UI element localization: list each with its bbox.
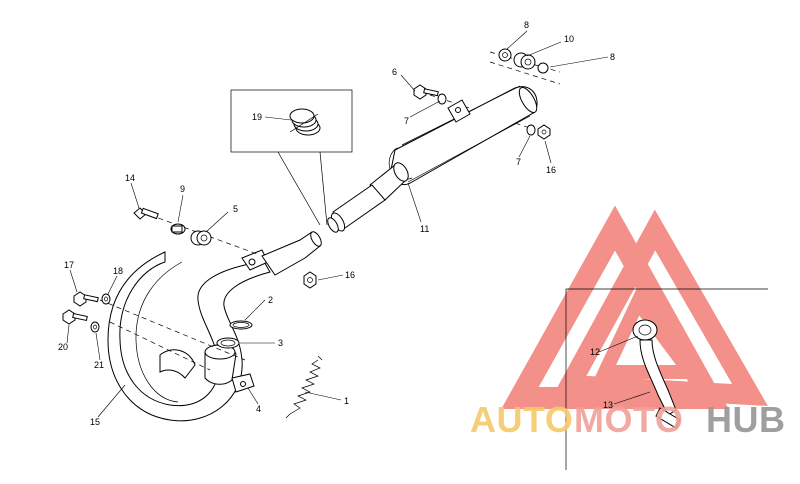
bushing-10 — [513, 52, 536, 70]
inset-detail-frame — [565, 288, 768, 470]
grommet-8-top — [498, 48, 512, 62]
callout-8-right: 8 — [610, 52, 615, 62]
gasket-3 — [216, 337, 240, 349]
callout-13: 13 — [603, 400, 613, 410]
watermark-text-moto: MOTO — [574, 399, 683, 440]
callout-3: 3 — [278, 338, 283, 348]
watermark-text-hub: HUB — [706, 399, 786, 440]
callout-9: 9 — [180, 184, 185, 194]
watermark-triangle-outer — [501, 205, 729, 409]
callout-8-top: 8 — [524, 20, 529, 30]
callout-7-upper: 7 — [404, 116, 409, 126]
callout-16-lower: 16 — [345, 270, 355, 280]
nut-16-upper — [537, 124, 551, 140]
callout-labels: 1 2 3 4 5 6 7 7 8 8 9 10 11 12 13 14 15 … — [58, 20, 615, 427]
callout-10: 10 — [564, 34, 574, 44]
callout-5: 5 — [233, 204, 238, 214]
o-ring-2 — [229, 320, 253, 330]
nut-16-lower — [303, 271, 317, 289]
washer-18 — [101, 293, 111, 305]
automotohub-watermark-logo — [501, 205, 768, 409]
washer-21 — [90, 321, 100, 333]
inset-pipe-assembly — [632, 319, 681, 429]
grommet-8-right — [537, 62, 549, 74]
watermark-text-auto: AUTO — [470, 399, 573, 440]
callout-14: 14 — [125, 173, 135, 183]
callout-19: 19 — [252, 112, 262, 122]
detail-box-spring — [230, 89, 353, 226]
spring-1 — [285, 355, 323, 419]
callout-7-lower: 7 — [516, 157, 521, 167]
callout-17: 17 — [64, 260, 74, 270]
callout-6: 6 — [392, 67, 397, 77]
callout-15: 15 — [90, 417, 100, 427]
callout-20: 20 — [58, 342, 68, 352]
callout-1: 1 — [344, 396, 349, 406]
spring-part-19 — [289, 108, 321, 136]
exhaust-header-pipe-15 — [107, 231, 322, 422]
callout-11: 11 — [420, 224, 429, 234]
spacer-9 — [170, 223, 186, 235]
callout-18: 18 — [113, 266, 123, 276]
grommet-5 — [190, 230, 212, 246]
washer-7-lower — [526, 124, 536, 136]
automotohub-watermark-text: AUTO MOTO HUB — [470, 399, 786, 440]
callout-4: 4 — [256, 404, 261, 414]
assembly-guide-lines — [99, 51, 561, 371]
washer-7-upper — [437, 93, 447, 105]
bolt-14 — [133, 207, 159, 220]
leader-lines — [66, 30, 651, 418]
bolt-20 — [62, 309, 88, 325]
callout-2: 2 — [268, 295, 273, 305]
callout-16-upper: 16 — [546, 165, 556, 175]
callout-12: 12 — [590, 347, 600, 357]
bolt-6 — [413, 84, 439, 100]
bolt-17 — [73, 291, 99, 307]
silencer-muffler-11 — [327, 85, 538, 233]
callout-21: 21 — [94, 360, 104, 370]
